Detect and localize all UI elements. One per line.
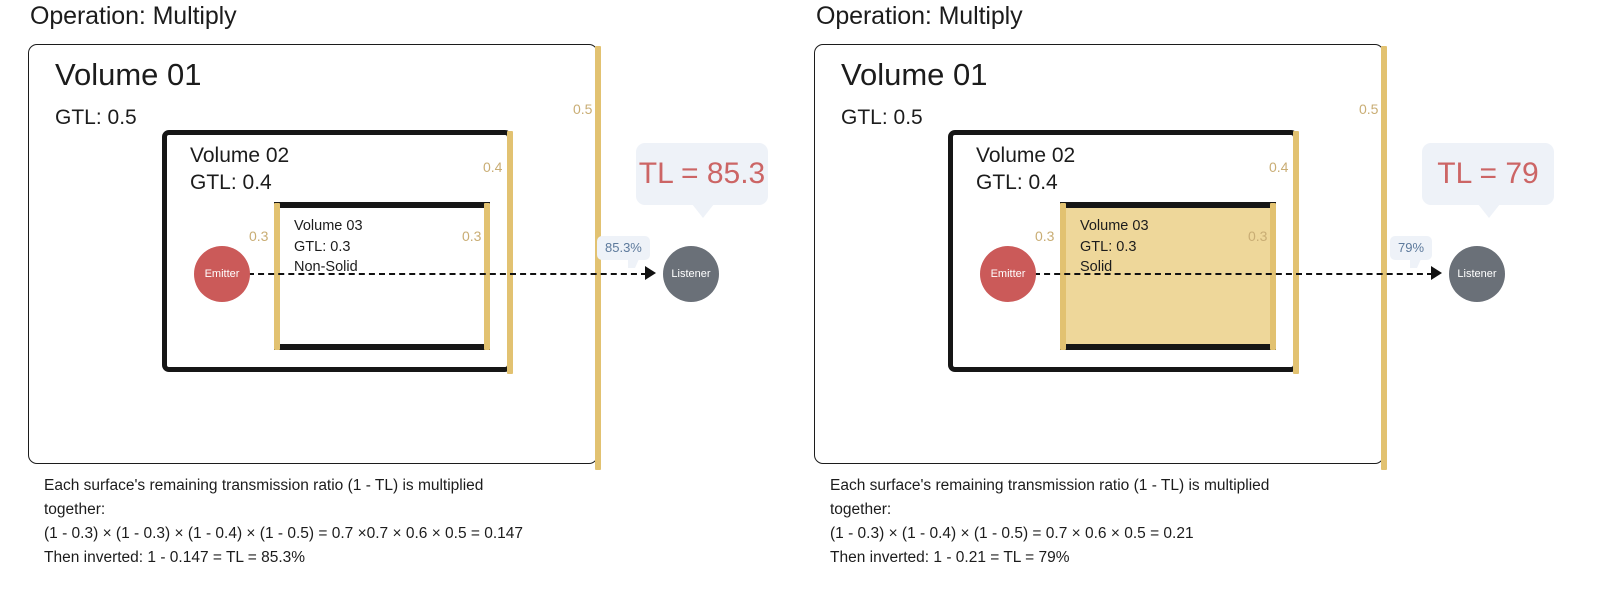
volume-03-gtl: GTL: 0.3 bbox=[294, 238, 351, 255]
volume-02-wall-label: 0.4 bbox=[483, 159, 503, 175]
volume-01-gtl: GTL: 0.5 bbox=[55, 106, 137, 129]
volume-03-text: Volume 03 GTL: 0.3 Solid bbox=[1080, 216, 1149, 278]
emitter-label: Emitter bbox=[990, 268, 1026, 280]
volume-02-title: Volume 02 bbox=[190, 144, 290, 167]
volume-01-gtl: GTL: 0.5 bbox=[841, 106, 923, 129]
volume-03-state: Solid bbox=[1080, 259, 1113, 275]
caption-line-1: Each surface's remaining transmission ra… bbox=[44, 477, 484, 518]
transmission-percent-badge: 85.3% bbox=[597, 236, 650, 268]
volume-03-title: Volume 03 bbox=[294, 218, 363, 234]
caption-line-3: Then inverted: 1 - 0.21 = TL = 79% bbox=[830, 549, 1070, 566]
volume-03-wall-label-left: 0.3 bbox=[249, 228, 269, 244]
emitter-node[interactable]: Emitter bbox=[980, 246, 1036, 302]
volume-03-wall-label-right: 0.3 bbox=[462, 228, 482, 244]
listener-node[interactable]: Listener bbox=[1449, 246, 1505, 302]
volume-02-gtl: GTL: 0.4 bbox=[976, 171, 1058, 194]
caption-line-1: Each surface's remaining transmission ra… bbox=[830, 477, 1270, 518]
volume-01-wall-label: 0.5 bbox=[573, 101, 593, 117]
volume-03-title: Volume 03 bbox=[1080, 218, 1149, 234]
volume-03-wall-left bbox=[274, 203, 280, 350]
panel-solid: Operation: Multiply Volume 01 GTL: 0.5 0… bbox=[786, 0, 1586, 595]
operation-title: Operation: Multiply bbox=[816, 2, 1023, 30]
transmission-percent-badge: 79% bbox=[1390, 236, 1433, 268]
tl-callout: TL = 79 bbox=[1422, 143, 1554, 218]
sound-ray-arrowhead bbox=[1431, 266, 1442, 280]
volume-02-wall-label: 0.4 bbox=[1269, 159, 1289, 175]
volume-02-gtl: GTL: 0.4 bbox=[190, 171, 272, 194]
volume-02-title: Volume 02 bbox=[976, 144, 1076, 167]
explanation-caption: Each surface's remaining transmission ra… bbox=[830, 474, 1570, 570]
caption-line-2: (1 - 0.3) × (1 - 0.4) × (1 - 0.5) = 0.7 … bbox=[830, 525, 1194, 542]
volume-03-state: Non-Solid bbox=[294, 259, 358, 275]
volume-03-box: Volume 03 GTL: 0.3 Non-Solid bbox=[274, 202, 490, 350]
volume-03-wall-label-right: 0.3 bbox=[1248, 228, 1268, 244]
listener-node[interactable]: Listener bbox=[663, 246, 719, 302]
listener-label: Listener bbox=[671, 268, 711, 280]
sound-ray-arrowhead bbox=[645, 266, 656, 280]
sound-ray bbox=[248, 273, 647, 275]
volume-03-wall-right bbox=[1270, 203, 1276, 350]
volume-03-wall-left bbox=[1060, 203, 1066, 350]
caption-line-2: (1 - 0.3) × (1 - 0.3) × (1 - 0.4) × (1 -… bbox=[44, 525, 524, 542]
volume-01-wall-label: 0.5 bbox=[1359, 101, 1379, 117]
volume-03-wall-label-left: 0.3 bbox=[1035, 228, 1055, 244]
volume-03-box: Volume 03 GTL: 0.3 Solid bbox=[1060, 202, 1276, 350]
volume-03-wall-right bbox=[484, 203, 490, 350]
tl-callout: TL = 85.3 bbox=[636, 143, 768, 218]
volume-03-text: Volume 03 GTL: 0.3 Non-Solid bbox=[294, 216, 363, 278]
volume-03-gtl: GTL: 0.3 bbox=[1080, 238, 1137, 255]
caption-line-3: Then inverted: 1 - 0.147 = TL = 85.3% bbox=[44, 549, 306, 566]
operation-title: Operation: Multiply bbox=[30, 2, 237, 30]
volume-01-wall-right bbox=[1381, 46, 1387, 470]
emitter-label: Emitter bbox=[204, 268, 240, 280]
explanation-caption: Each surface's remaining transmission ra… bbox=[44, 474, 784, 570]
sound-ray bbox=[1034, 273, 1433, 275]
listener-label: Listener bbox=[1457, 268, 1497, 280]
volume-01-title: Volume 01 bbox=[55, 57, 202, 92]
volume-02-wall-right bbox=[1293, 131, 1299, 374]
panel-non-solid: Operation: Multiply Volume 01 GTL: 0.5 0… bbox=[28, 2, 784, 570]
emitter-node[interactable]: Emitter bbox=[194, 246, 250, 302]
volume-01-title: Volume 01 bbox=[841, 57, 988, 92]
volume-02-wall-right bbox=[507, 131, 513, 374]
